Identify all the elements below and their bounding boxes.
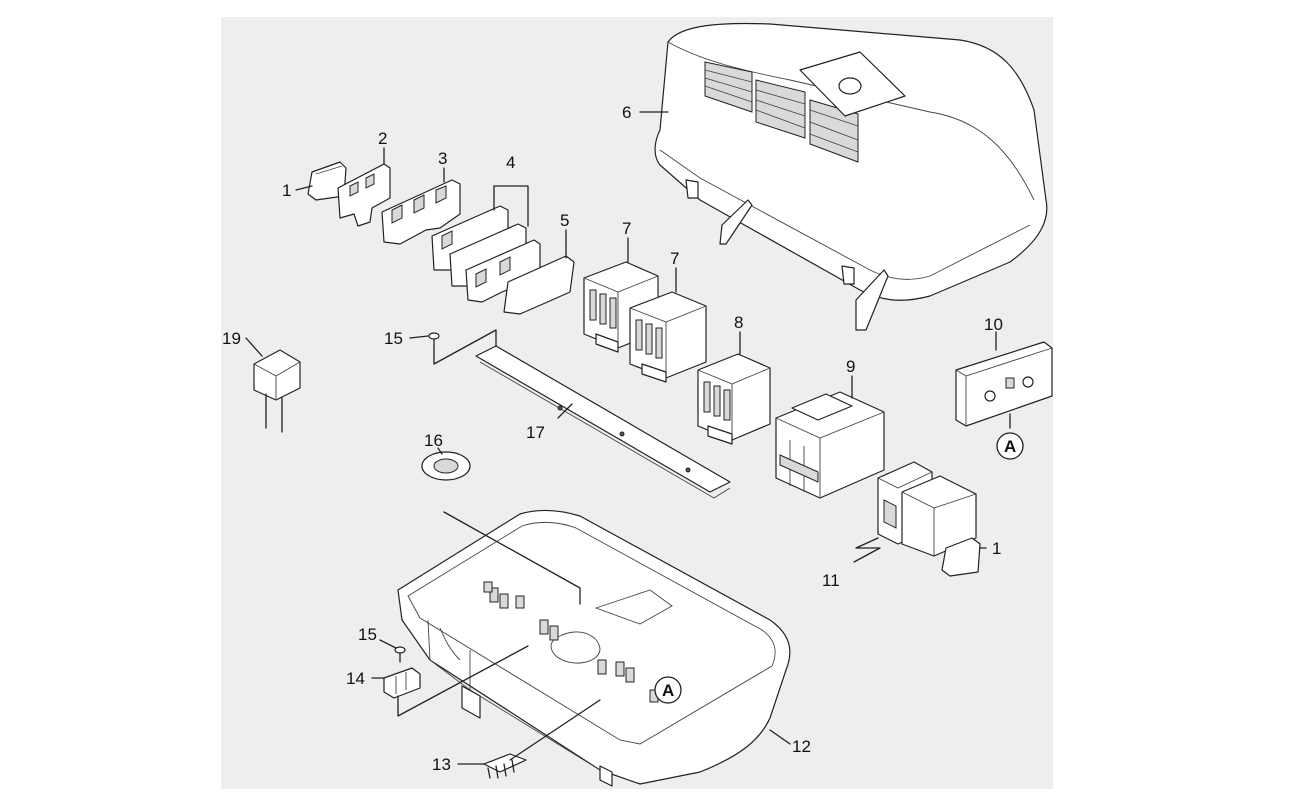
cover-part-6 bbox=[654, 22, 1048, 331]
reference-marker-a-1: A bbox=[996, 432, 1024, 460]
callout-11: 11 bbox=[822, 571, 840, 590]
callout-19: 19 bbox=[222, 329, 241, 348]
callout-labels: 1 2 3 4 5 6 7 7 8 9 10 1 11 12 13 14 15 … bbox=[222, 103, 1003, 774]
terminal-block-part-2 bbox=[337, 163, 391, 227]
terminal-block-part-3 bbox=[381, 179, 461, 245]
callout-2: 2 bbox=[378, 129, 387, 148]
callout-15a: 15 bbox=[384, 329, 403, 348]
base-housing-part-12 bbox=[397, 509, 791, 787]
callout-16: 16 bbox=[424, 431, 443, 450]
screw-part-15b bbox=[394, 646, 406, 663]
leader-lines bbox=[245, 111, 1011, 765]
reference-marker-a-2: A bbox=[654, 676, 682, 704]
callout-4: 4 bbox=[506, 153, 515, 172]
callout-8: 8 bbox=[734, 313, 743, 332]
svg-text:A: A bbox=[1004, 437, 1016, 456]
callout-3: 3 bbox=[438, 149, 447, 168]
callout-9: 9 bbox=[846, 357, 855, 376]
callout-1b: 1 bbox=[992, 539, 1001, 558]
callout-10: 10 bbox=[984, 315, 1003, 334]
end-cap-part-1b bbox=[941, 537, 981, 577]
contactor-part-7b bbox=[629, 291, 707, 383]
terminal-strip-part-10 bbox=[955, 341, 1053, 427]
callout-6: 6 bbox=[622, 103, 631, 122]
clamp-part-14 bbox=[383, 667, 421, 699]
callout-12: 12 bbox=[792, 737, 811, 756]
callout-7a: 7 bbox=[622, 219, 631, 238]
capacitor-part-19 bbox=[253, 349, 301, 433]
callout-14: 14 bbox=[346, 669, 365, 688]
circuit-breaker-part-9 bbox=[775, 391, 885, 499]
callout-15b: 15 bbox=[358, 625, 377, 644]
svg-text:A: A bbox=[662, 681, 674, 700]
callout-1: 1 bbox=[282, 181, 291, 200]
contactor-part-8 bbox=[697, 353, 771, 445]
din-rail-part-17 bbox=[475, 345, 731, 499]
grommet-part-16 bbox=[421, 451, 471, 481]
relays-part-11 bbox=[877, 461, 977, 557]
terminal-comb-part-13 bbox=[483, 753, 527, 779]
end-plate-part-5 bbox=[503, 255, 575, 315]
terminal-blocks-part-4 bbox=[431, 205, 541, 303]
screw-part-15a bbox=[428, 332, 440, 347]
callout-7b: 7 bbox=[670, 249, 679, 268]
callout-13: 13 bbox=[432, 755, 451, 774]
callout-17: 17 bbox=[526, 423, 545, 442]
callout-5: 5 bbox=[560, 211, 569, 230]
